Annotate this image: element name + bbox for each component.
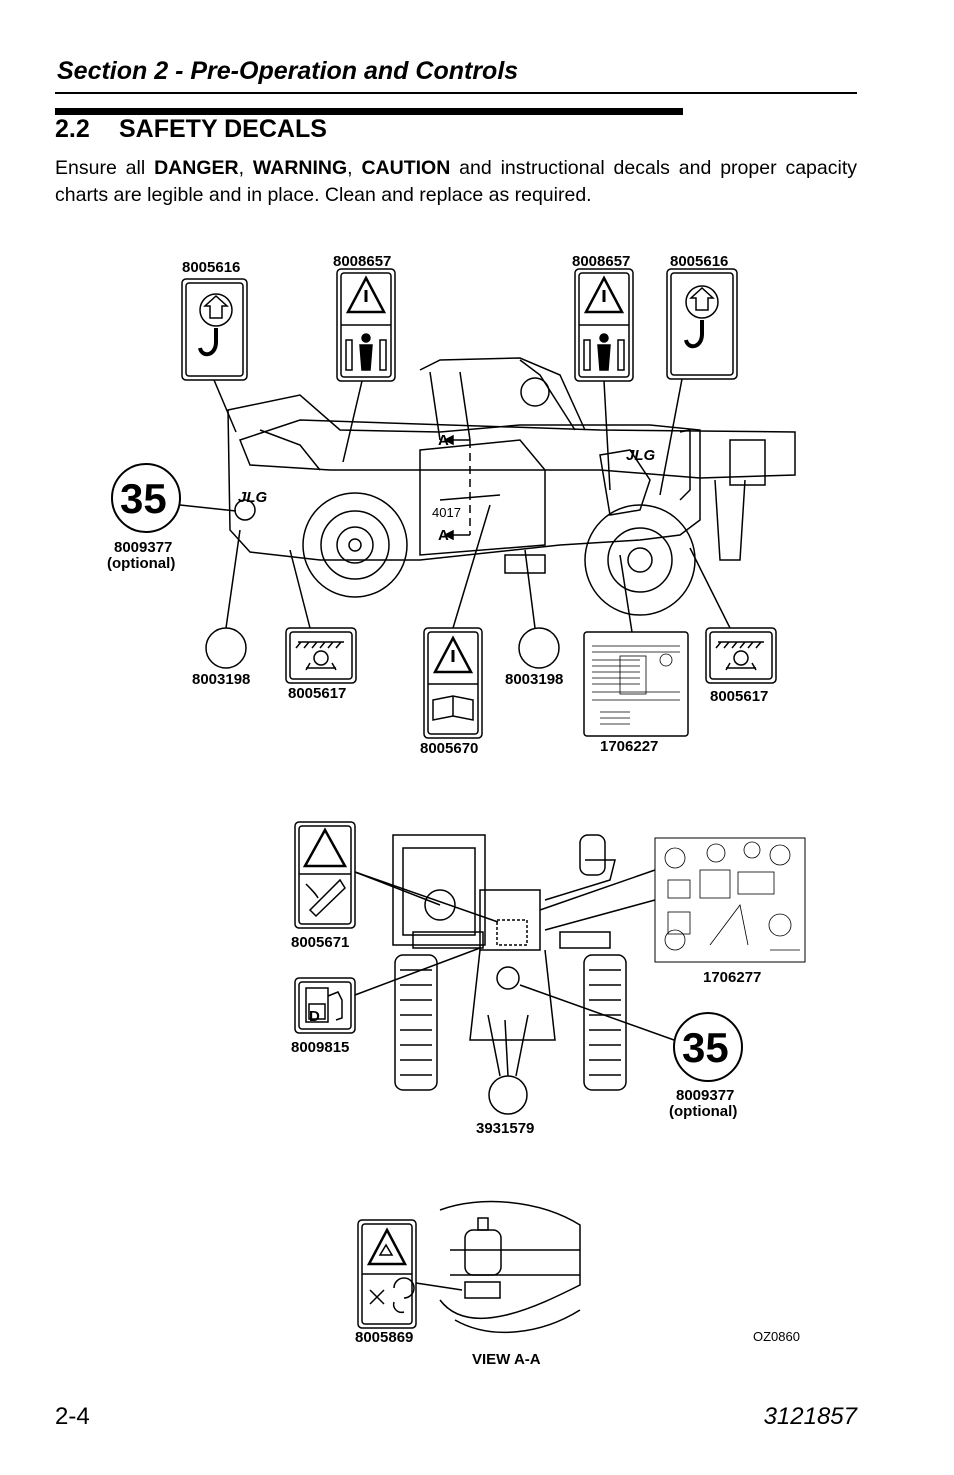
label-chart: 1706277 (703, 969, 761, 986)
brand-logo-side: JLG (626, 447, 656, 464)
label-fan-decal: 8005869 (355, 1329, 413, 1346)
crush-decal-right (574, 268, 634, 382)
heading-title: SAFETY DECALS (119, 115, 327, 143)
crush-decal-left (336, 268, 396, 382)
document-number: 3121857 (763, 1403, 857, 1430)
label-hook-left: 8005616 (182, 259, 240, 276)
intro-danger: DANGER (154, 157, 239, 179)
label-crush-left: 8008657 (333, 253, 391, 270)
tiedown-decal-right (705, 627, 777, 684)
label-fuel: 8009815 (291, 1039, 349, 1056)
telehandler-rear-view (392, 834, 627, 1091)
view-aa-caption: VIEW A-A (472, 1351, 541, 1368)
circle-35-right: 35 (682, 1024, 729, 1071)
hook-decal-right (666, 268, 738, 380)
section-heading: 2.2 SAFETY DECALS (55, 115, 327, 144)
crush-hand-decal (294, 821, 356, 929)
fuel-decal (294, 977, 356, 1034)
label-35-right-note: (optional) (669, 1103, 737, 1120)
brand-logo-front: JLG (238, 489, 268, 506)
intro-after: and instructional decals and proper capa… (55, 157, 857, 206)
intro-sep1: , (238, 157, 253, 179)
label-35-right-part: 8009377 (676, 1087, 734, 1104)
section-mark-top: A (438, 432, 449, 449)
intro-warning: WARNING (252, 157, 348, 179)
intro-before: Ensure all (55, 157, 155, 179)
telehandler-side-view (227, 357, 796, 616)
label-round-center: 8003198 (505, 671, 563, 688)
fuel-letter: D (309, 1008, 320, 1025)
heading-bar (55, 108, 683, 115)
label-35-left-note: (optional) (107, 555, 175, 572)
circle-35-left: 35 (120, 475, 167, 522)
label-tiedown-right: 8005617 (710, 688, 768, 705)
label-35-left-part: 8009377 (114, 539, 172, 556)
figure-id: OZ0860 (753, 1329, 800, 1344)
intro-caution: CAUTION (361, 157, 451, 179)
label-plate: 1706227 (600, 738, 658, 755)
label-hook-right: 8005616 (670, 253, 728, 270)
page-number: 2-4 (55, 1403, 90, 1430)
label-round-bottom: 3931579 (476, 1120, 534, 1137)
section-title: Section 2 - Pre-Operation and Controls (57, 57, 519, 85)
label-tiedown-left: 8005617 (288, 685, 346, 702)
intro-paragraph: Ensure all DANGER, WARNING, CAUTION and … (55, 155, 857, 209)
intro-sep2: , (347, 157, 362, 179)
view-aa-detail (439, 1200, 581, 1334)
serial-plate (583, 631, 689, 737)
hook-decal-left (181, 278, 248, 381)
model-badge: 4017 (432, 505, 461, 520)
fan-warning-decal (357, 1219, 417, 1329)
label-crush-hand: 8005671 (291, 934, 349, 951)
operating-chart-decal (654, 837, 806, 963)
section-mark-bottom: A (438, 527, 449, 544)
header-rule (55, 92, 857, 94)
heading-number: 2.2 (55, 115, 90, 143)
label-crush-right: 8008657 (572, 253, 630, 270)
tiedown-decal-left (285, 627, 357, 684)
label-manual: 8005670 (420, 740, 478, 757)
safety-decal-figure: 8005616 8008657 8008657 8005616 35 80093… (107, 253, 806, 1368)
manual-decal (423, 627, 483, 739)
label-round-left: 8003198 (192, 671, 250, 688)
